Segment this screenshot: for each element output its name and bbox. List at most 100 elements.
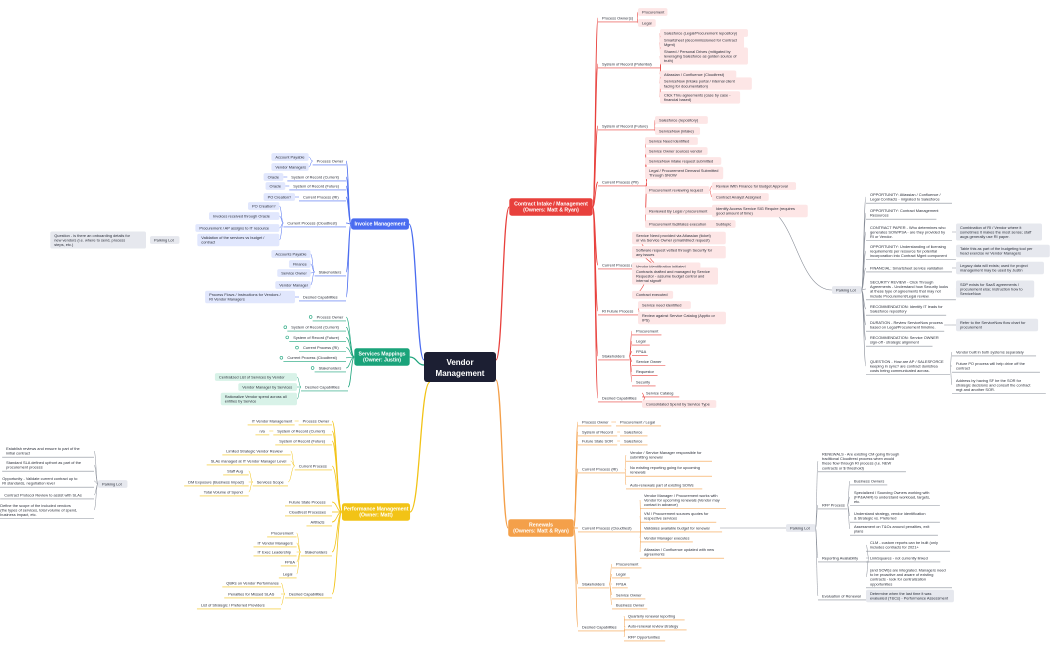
category-node[interactable]: Desired Capabilities <box>598 395 645 403</box>
leaf-node[interactable]: Validation of the services vs budget /co… <box>197 233 280 247</box>
collapse-dot[interactable] <box>279 356 284 360</box>
category-node[interactable]: System of Record (Future) <box>289 183 346 191</box>
parking-item[interactable]: SECURITY REVIEW - Click ThroughAgreement… <box>866 280 956 301</box>
leaf-node[interactable]: Contract Analyst Assigned <box>712 193 769 201</box>
leaf-node[interactable]: Assessment on T&Cs around penalties, exi… <box>850 524 938 536</box>
collapse-dot[interactable] <box>285 335 289 340</box>
leaf-node[interactable]: Service need identified <box>638 301 691 309</box>
category-node[interactable]: Current Process (PII) <box>598 179 647 187</box>
parking-note[interactable]: Table this as part of the budgeting tool… <box>956 244 1050 258</box>
collapse-dot[interactable] <box>283 325 287 329</box>
contract-intake-branch[interactable]: Contract Intake / Management(Owners: Mat… <box>509 198 593 216</box>
parking-lot-node[interactable]: Parking Lot <box>150 236 180 244</box>
leaf-node[interactable]: Account Payable <box>271 153 309 161</box>
leaf-node[interactable]: System of Record (Future) <box>289 335 346 342</box>
leaf-node[interactable]: Vendor Managers <box>271 163 309 171</box>
leaf-node[interactable]: Centralized List of Services by Vendor <box>214 373 297 381</box>
leaf-node[interactable]: List of Strategic / Preferred Providers <box>196 602 281 610</box>
leaf-node[interactable]: Atlassian / Confluence updated with newa… <box>640 547 725 559</box>
leaf-node[interactable]: FP&A <box>632 349 648 356</box>
services-mappings-branch[interactable]: Services Mappings(Owner: Justin) <box>354 348 410 366</box>
parking-item[interactable]: OPPORTUNITY: Atlassian / Confluence /Leg… <box>866 192 952 204</box>
parking-note[interactable]: Refer to the ServiceNow flow chart forpr… <box>956 318 1039 332</box>
leaf-node[interactable]: Procurement <box>267 530 297 538</box>
leaf-node[interactable]: VM / Procurement sources quotes forrespe… <box>640 511 717 523</box>
leaf-node[interactable]: Salesforce (Legal/Procurement repository… <box>660 29 748 37</box>
leaf-node[interactable]: Vendor Manager <box>275 281 311 289</box>
collapse-dot[interactable] <box>308 315 313 319</box>
leaf-node[interactable]: Invoices received through Oracle <box>209 212 280 220</box>
category-node[interactable]: Current Process (Cloudtrest) <box>283 220 346 228</box>
leaf-node[interactable]: Service Owner <box>277 269 311 277</box>
category-node[interactable]: Stakeholders <box>578 581 610 589</box>
parking-item[interactable]: Contract Protocol Review to assist with … <box>0 492 94 500</box>
leaf-node[interactable]: Accounts Payable <box>271 250 311 258</box>
leaf-node[interactable]: Contracts drafted and managed by Service… <box>632 267 718 285</box>
leaf-node[interactable]: Vendor Manager / Procurement works withV… <box>640 493 726 509</box>
leaf-node[interactable]: PO Creation? <box>263 193 295 201</box>
leaf-node[interactable]: No existing reporting going for upcoming… <box>626 465 712 477</box>
parking-item[interactable]: OPPORTUNITY: Understanding of licensingr… <box>866 244 956 260</box>
leaf-node[interactable]: n/a <box>255 428 270 436</box>
category-node[interactable]: Stakeholders <box>314 269 346 277</box>
leaf-node[interactable]: Security <box>632 379 656 387</box>
category-node[interactable]: Desired Capabilities <box>285 591 332 599</box>
leaf-node[interactable]: Service Need provided via Atlassian (tic… <box>632 231 726 245</box>
leaf-node[interactable]: Subtopic <box>712 220 736 228</box>
leaf-node[interactable]: Contract executed <box>632 290 674 299</box>
leaf-node[interactable]: Process Owner <box>312 314 346 322</box>
category-node[interactable]: System of Record (Current) <box>287 174 346 182</box>
leaf-node[interactable]: ServiceNow intake request submitted <box>645 157 722 165</box>
leaf-node[interactable]: Business Owners <box>850 478 888 486</box>
leaf-node[interactable]: (and SOW)s are integrated. Managers need… <box>866 568 952 589</box>
leaf-node[interactable]: Auto-renewals part of existing SOWs <box>626 482 703 490</box>
parking-item[interactable]: OPPORTUNITY: Contract ManagementResource… <box>866 208 939 220</box>
leaf-node[interactable]: QBRs on Vendor Performance <box>222 580 281 588</box>
renewals-branch[interactable]: Renewals(Owners: Matt & Ryan) <box>508 519 574 537</box>
leaf-node[interactable]: Software request vetted through Security… <box>632 246 726 259</box>
parking-item[interactable]: FINANCIAL: Smartsheet service validation <box>866 265 952 273</box>
category-node[interactable]: Stakeholders <box>300 549 332 557</box>
leaf-node[interactable]: Procurement <box>612 561 642 569</box>
leaf-node[interactable]: ServiceNow (intake) <box>655 127 701 135</box>
category-node[interactable]: Current Process (RI) <box>578 466 625 474</box>
leaf-node[interactable]: Validates available budget for renewal <box>640 525 723 533</box>
category-node[interactable]: Services Scope <box>252 479 288 487</box>
leaf-node[interactable]: Shared / Personal Drives (mitigated byle… <box>660 47 748 65</box>
leaf-node[interactable]: LinkSquares - not currently linked <box>866 555 941 563</box>
leaf-node[interactable]: Service Owner sources vendor <box>645 147 708 155</box>
leaf-node[interactable]: Finance <box>288 260 311 268</box>
leaf-node[interactable]: Understand strategy, vendor identificati… <box>850 511 940 523</box>
leaf-node[interactable]: FP&A <box>612 581 628 589</box>
collapse-dot[interactable] <box>295 345 299 350</box>
invoice-management-branch[interactable]: Invoice Management <box>351 218 409 230</box>
parking-item[interactable]: QUESTION - How are AP / SALESFORCEkeepin… <box>866 359 951 375</box>
parking-lot-node[interactable]: Parking Lot <box>832 286 862 294</box>
category-node[interactable]: System of Record (Future) <box>275 438 332 446</box>
leaf-node[interactable]: Staff Aug <box>223 468 249 476</box>
leaf-node[interactable]: Service Owner <box>612 592 646 600</box>
parking-note[interactable]: Vendor built in both systems separately <box>952 349 1037 357</box>
leaf-node[interactable]: Procurement <box>638 8 668 16</box>
category-node[interactable]: System of Record <box>578 429 618 437</box>
leaf-node[interactable]: Procurement reviewing request <box>645 186 710 194</box>
parking-note[interactable]: Address by having SF be the SOR forstrat… <box>952 378 1046 394</box>
parking-item[interactable]: Standard SLA defined upfront as part of … <box>2 460 94 472</box>
parking-item[interactable]: Define the scope of the included vendors… <box>0 503 94 519</box>
category-node[interactable]: Process Owner(s) <box>598 15 638 23</box>
leaf-node[interactable]: Procurement / AP assigns to IT resource <box>195 224 280 232</box>
category-node[interactable]: Stakeholders <box>598 353 630 361</box>
leaf-node[interactable]: Rationalize Vendor spend across allentit… <box>220 392 297 406</box>
leaf-node[interactable]: Salesforce <box>620 429 648 437</box>
leaf-node[interactable]: IT Vendor Management <box>247 418 295 426</box>
leaf-node[interactable]: Determine when the last time it wasevalu… <box>866 589 954 603</box>
leaf-node[interactable]: Legal <box>632 339 650 346</box>
leaf-node[interactable]: ServiceNow (Intake portal / internal cli… <box>660 77 752 90</box>
parking-note[interactable]: SDP exists for SaaS agreements /procurem… <box>956 280 1035 298</box>
leaf-node[interactable]: Consolidated Spend by Service Type <box>642 400 717 408</box>
leaf-node[interactable]: Smartsheet (decommissioned for ContractM… <box>660 36 745 49</box>
collapse-dot[interactable] <box>310 366 315 370</box>
leaf-node[interactable]: Procurement / Legal <box>616 419 662 427</box>
category-node[interactable]: Desired Capabilities <box>299 294 346 302</box>
